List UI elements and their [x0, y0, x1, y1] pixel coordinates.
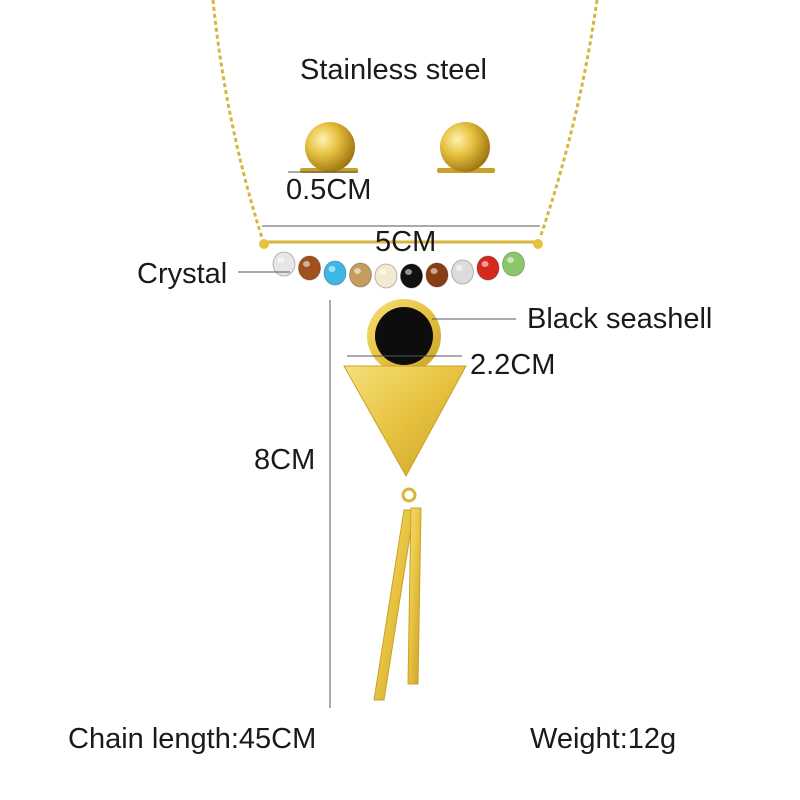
wire-end-left: [259, 239, 269, 249]
crystal-bead: [349, 262, 372, 288]
crystal-bead: [502, 251, 525, 277]
stud-earring-right: [437, 122, 495, 173]
crystal-bead-highlight: [328, 266, 336, 272]
crystal-bead-highlight: [354, 268, 361, 274]
crystal-bead: [400, 263, 423, 289]
crystal-bead-highlight: [456, 265, 463, 271]
wire-end-right: [533, 239, 543, 249]
chain-left: [211, 0, 264, 239]
weight-label: Weight:12g: [530, 723, 677, 755]
crystal-label: Crystal: [137, 258, 228, 290]
drop-length-label: 8CM: [254, 444, 316, 476]
material-label: Stainless steel: [300, 54, 487, 86]
crystal-bead-highlight: [405, 269, 412, 275]
crystal-bead: [298, 255, 321, 281]
tassel-bar-right: [407, 507, 422, 685]
crystal-bead: [323, 260, 347, 286]
stud-earring-left: [300, 122, 358, 173]
stud-size-label: 0.5CM: [286, 174, 372, 206]
crystal-bead: [374, 263, 398, 289]
crystal-bead-highlight: [379, 269, 387, 275]
crystal-bead-highlight: [430, 268, 438, 274]
chain-length-label: Chain length:45CM: [68, 723, 317, 755]
crystal-bead: [451, 259, 474, 285]
crystal-bead-highlight: [277, 257, 285, 263]
crystal-beads: [272, 251, 525, 289]
triangle-pendant: [343, 365, 467, 478]
crystal-bead: [425, 262, 449, 288]
bar-width-label: 5CM: [375, 226, 437, 258]
tassel-jump-ring: [401, 487, 417, 503]
black-seashell-charm: [367, 299, 441, 373]
crystal-bead-highlight: [303, 261, 310, 267]
black-seashell-label: Black seashell: [527, 303, 713, 335]
crystal-bead-highlight: [481, 261, 489, 267]
pendant-width-label: 2.2CM: [470, 349, 556, 381]
chain-right: [538, 0, 599, 239]
crystal-bead: [476, 255, 500, 281]
crystal-bead-highlight: [507, 257, 514, 263]
